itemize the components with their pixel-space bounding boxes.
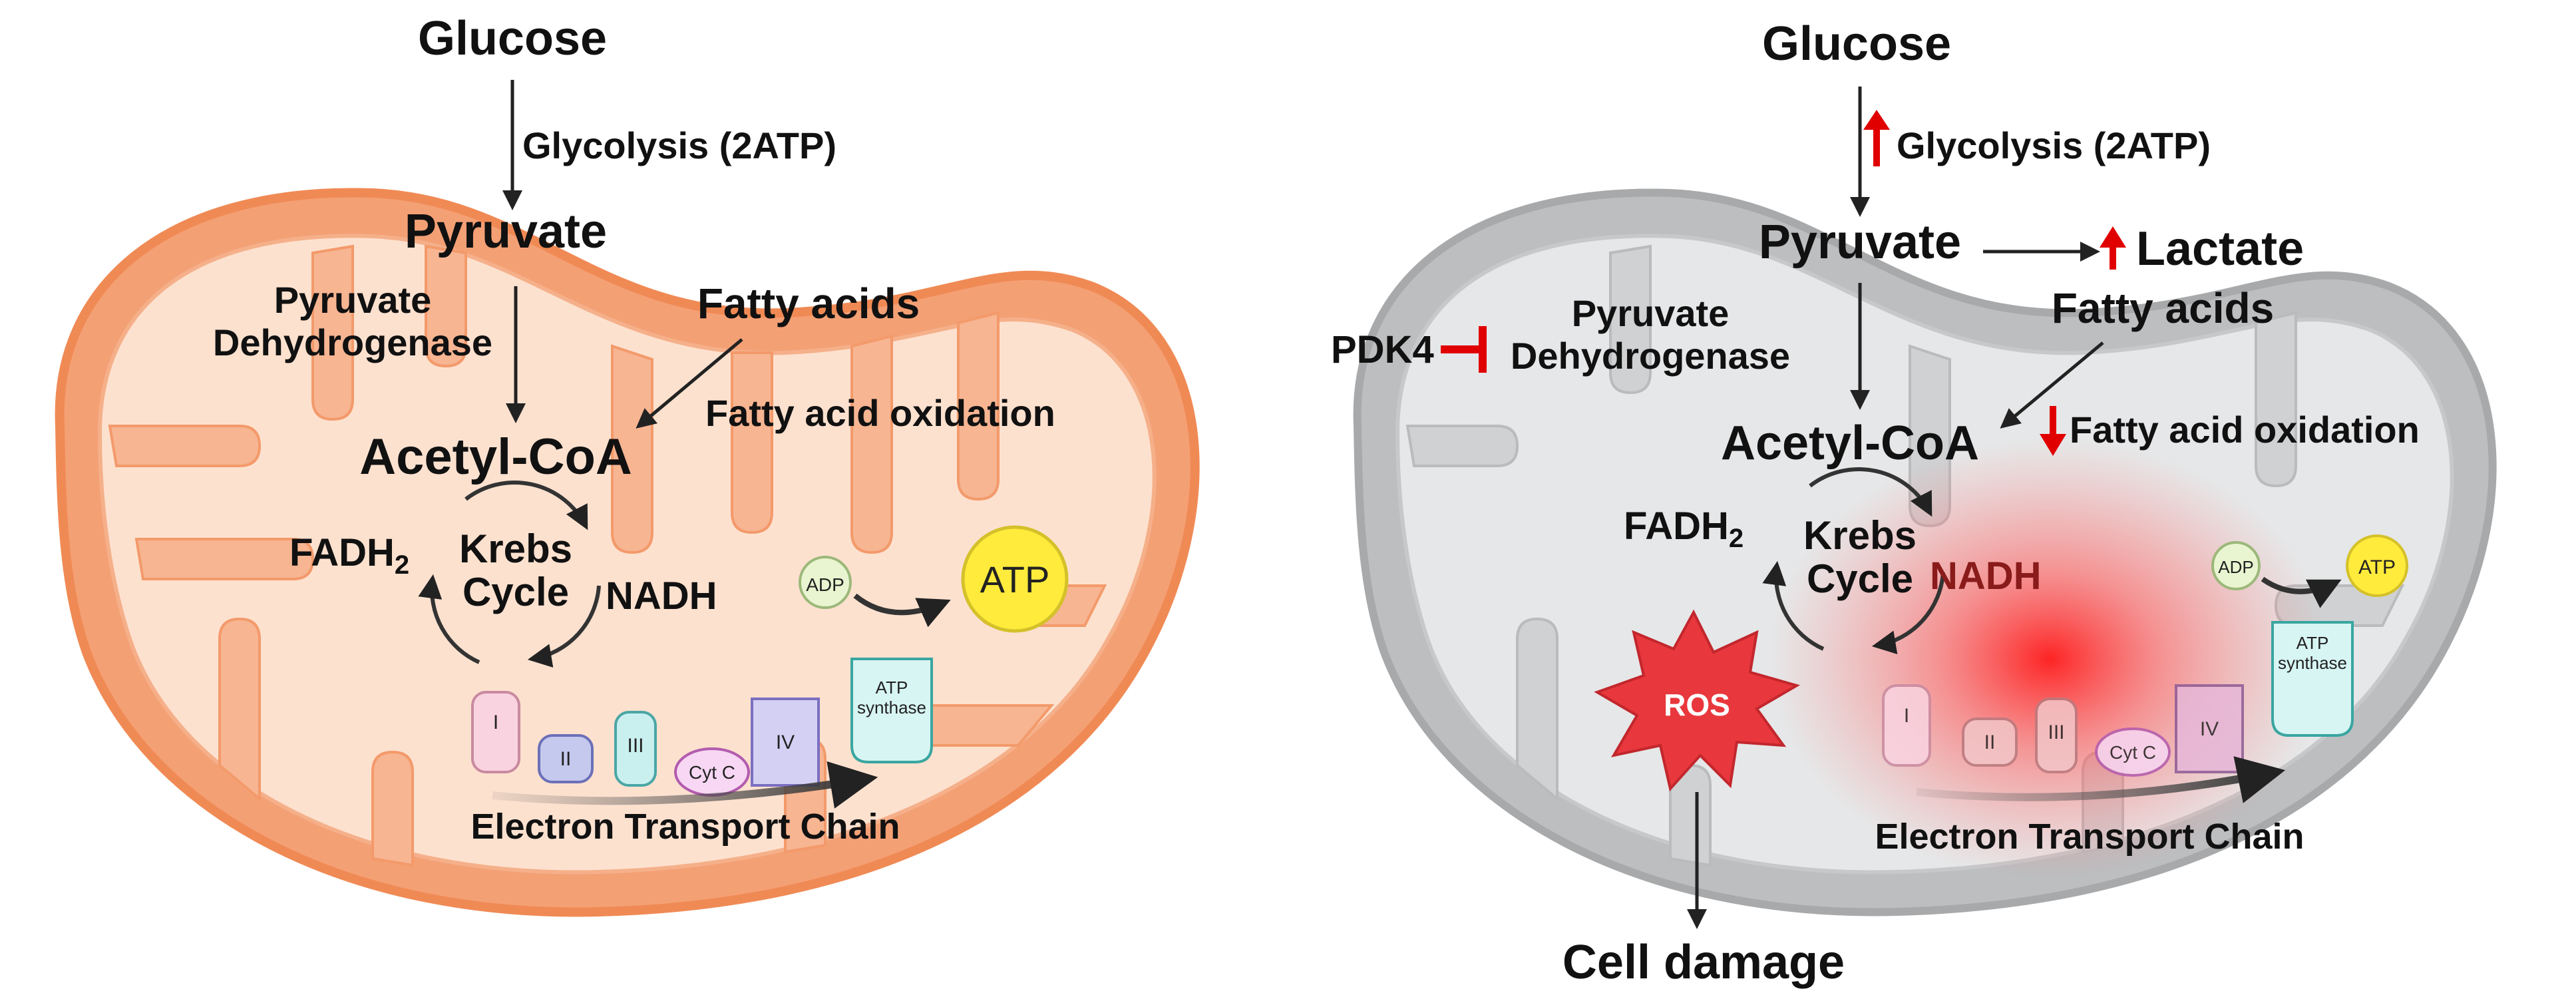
ros-burst: ROS [1594, 609, 1801, 792]
acetyl-coa-label: Acetyl-CoA [359, 429, 632, 485]
atp-label: ATP [980, 558, 1050, 600]
normal-cristae [108, 244, 1107, 867]
pyruvate-label-disease: Pyruvate [1759, 216, 1961, 269]
complex-i-label: I [493, 711, 498, 733]
fatty-acids-label-disease: Fatty acids [2052, 284, 2274, 332]
pdk4-label: PDK4 [1331, 328, 1434, 371]
complex-iv-label-disease: IV [2200, 718, 2219, 740]
nadh-label-disease: NADH [1930, 554, 2042, 598]
glycolysis-up-arrow [1863, 110, 1890, 166]
complex-iii-label-disease: III [2048, 721, 2064, 743]
atp-synthase-label-line2: synthase [857, 698, 926, 717]
complex-iii-disease [2035, 698, 2078, 773]
nadh-label: NADH [606, 574, 717, 618]
ros-label: ROS [1664, 688, 1730, 722]
pdh-label-line2: Dehydrogenase [213, 321, 492, 363]
complex-ii-label-disease: II [1984, 731, 1996, 753]
disease-pathway: Glucose Glycolysis (2ATP) Pyruvate Lacta… [1331, 17, 2420, 989]
complex-ii-disease [1962, 717, 2018, 767]
adp-circle-disease [2211, 541, 2261, 590]
etc-label-disease: Electron Transport Chain [1875, 817, 2304, 857]
fadh2-label-disease: FADH2 [1624, 504, 1744, 553]
krebs-label-disease-line1: Krebs [1803, 513, 1917, 558]
cyt-c-disease [2095, 727, 2171, 777]
etc-label: Electron Transport Chain [470, 807, 900, 847]
fao-label-disease: Fatty acid oxidation [2070, 409, 2420, 451]
fao-label: Fatty acid oxidation [705, 392, 1055, 434]
atp-circle [961, 525, 1069, 633]
red-glow [1770, 439, 2329, 879]
pdh-label-disease-line2: Dehydrogenase [1511, 335, 1790, 377]
atp-synthase-disease [2271, 621, 2354, 737]
atp-label-disease: ATP [2358, 556, 2396, 578]
krebs-cycle: Krebs Cycle [418, 480, 601, 668]
glucose-label-disease: Glucose [1762, 17, 1951, 71]
etc-complexes: I II III Cyt C IV ATP synthase [471, 658, 933, 797]
complex-i [471, 691, 520, 773]
fatty-acids-label: Fatty acids [697, 280, 920, 327]
cell-damage-label: Cell damage [1563, 936, 1845, 989]
complex-i-disease [1882, 684, 1931, 767]
atp-synthase-label-line1: ATP [876, 678, 908, 698]
glycolysis-label: Glycolysis (2ATP) [522, 124, 836, 166]
etc-complexes-disease: I II III Cyt C IV [1882, 684, 2244, 777]
adp-circle [799, 556, 852, 609]
atp-synthase [850, 658, 933, 763]
glycolysis-label-disease: Glycolysis (2ATP) [1897, 124, 2211, 166]
glucose-label: Glucose [418, 12, 607, 65]
fao-down-arrow [2040, 406, 2066, 456]
krebs-label-line1: Krebs [459, 526, 572, 571]
acetyl-coa-label-disease: Acetyl-CoA [1721, 417, 1979, 470]
pdh-label-disease-line1: Pyruvate [1572, 292, 1730, 334]
disease-mitochondrion [1353, 188, 2497, 916]
krebs-cycle-disease: Krebs Cycle [1762, 467, 1945, 655]
krebs-label-disease-line2: Cycle [1807, 556, 1913, 601]
adp-label: ADP [806, 574, 844, 595]
complex-iv-label: IV [776, 731, 795, 753]
fadh2-label: FADH2 [289, 531, 409, 580]
complex-iii [614, 711, 657, 787]
complex-ii-label: II [560, 748, 572, 770]
lactate-label: Lactate [2136, 222, 2304, 276]
krebs-label-line2: Cycle [462, 570, 569, 614]
atp-circle-disease [2346, 534, 2408, 597]
pdk4-inhibitor [1441, 326, 1487, 373]
cyt-c-label: Cyt C [689, 762, 735, 783]
pyruvate-label: Pyruvate [405, 205, 607, 258]
complex-iii-label: III [627, 735, 644, 757]
cyt-c-label-disease: Cyt C [2110, 742, 2156, 763]
complex-i-label-disease: I [1904, 705, 1909, 727]
lactate-up-arrow [2100, 226, 2126, 270]
normal-pathway: Glucose Glycolysis (2ATP) Pyruvate Pyruv… [213, 12, 1069, 847]
adp-label-disease: ADP [2218, 557, 2253, 577]
pdh-label-line1: Pyruvate [274, 279, 432, 321]
atp-synthase-label-disease-line1: ATP [2297, 633, 2329, 653]
atp-synthase-label-disease-line2: synthase [2278, 653, 2347, 673]
complex-ii [538, 734, 594, 783]
